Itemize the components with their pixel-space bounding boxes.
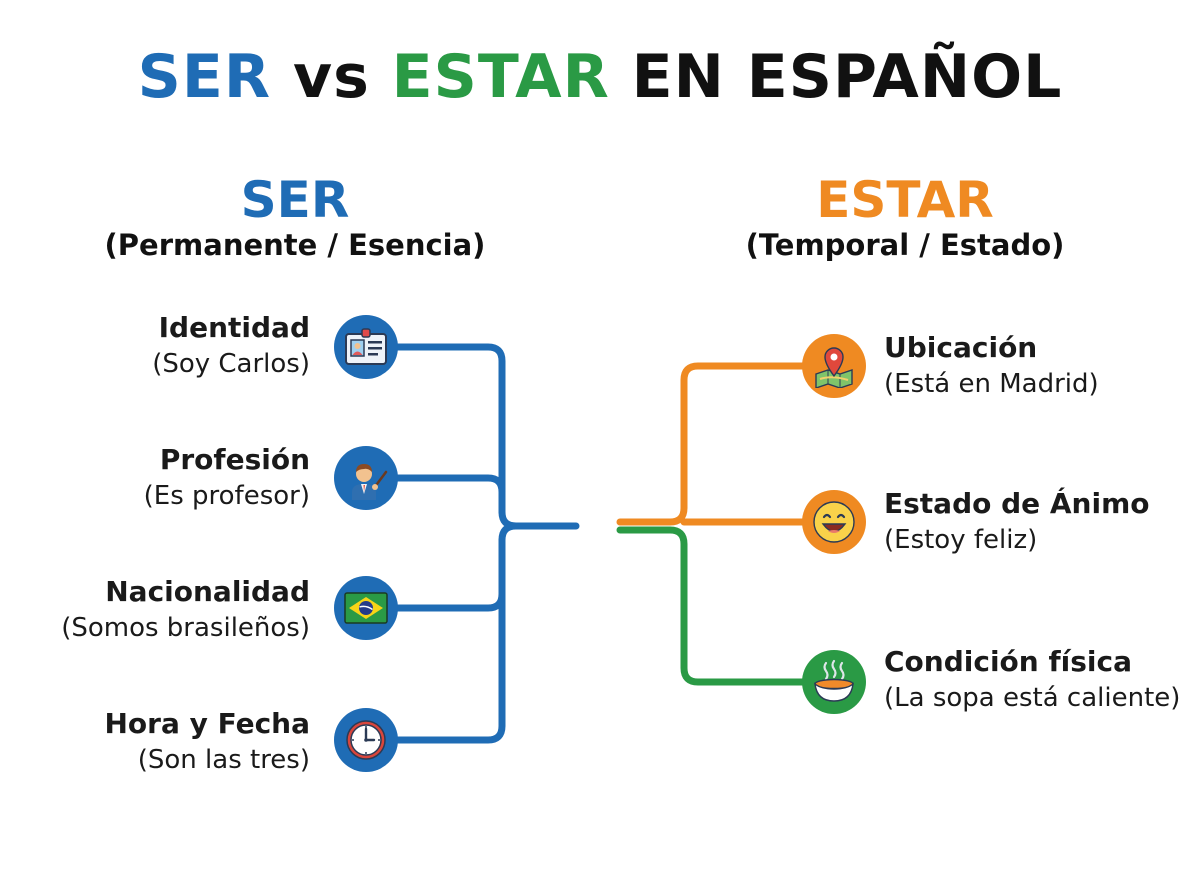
teacher-icon: [334, 446, 398, 510]
page-title: SER vs ESTAR EN ESPAÑOL: [0, 42, 1200, 112]
estar-item-ubicacion: Ubicación (Está en Madrid): [884, 330, 1099, 402]
item-label: Ubicación: [884, 331, 1038, 364]
map-pin-icon: [802, 334, 866, 398]
ser-item-profesion: Profesión (Es profesor): [144, 442, 310, 514]
item-label: Condición física: [884, 645, 1133, 678]
item-label: Estado de Ánimo: [884, 487, 1150, 520]
item-example: (Es profesor): [143, 481, 310, 511]
ser-connector-2: [394, 474, 506, 516]
item-label: Hora y Fecha: [104, 707, 310, 740]
ser-item-nacionalidad: Nacionalidad (Somos brasileños): [61, 574, 310, 646]
estar-item-estado-animo: Estado de Ánimo (Estoy feliz): [884, 486, 1150, 558]
item-example: (Soy Carlos): [152, 349, 310, 379]
item-example: (Son las tres): [137, 745, 310, 775]
item-example: (La sopa está caliente): [884, 683, 1181, 713]
ser-item-identidad: Identidad (Soy Carlos): [152, 310, 310, 382]
item-example: (Somos brasileños): [61, 613, 310, 643]
brazil-flag-icon: [334, 576, 398, 640]
ser-heading: SER: [240, 171, 350, 229]
smiley-icon: [802, 490, 866, 554]
ser-connector-3: [394, 522, 520, 612]
item-example: (Estoy feliz): [884, 525, 1038, 555]
item-label: Profesión: [159, 443, 310, 476]
title-estar: ESTAR: [391, 42, 610, 112]
ser-connector-1: [394, 343, 580, 530]
id-card-icon: [334, 315, 398, 379]
title-vs: vs: [271, 42, 392, 112]
clock-icon: [334, 708, 398, 772]
estar-connector-3: [616, 526, 810, 686]
title-rest: EN ESPAÑOL: [609, 42, 1063, 112]
title-ser: SER: [137, 42, 272, 112]
item-label: Identidad: [158, 311, 310, 344]
ser-subtitle: (Permanente / Esencia): [104, 228, 486, 262]
estar-heading: ESTAR: [816, 171, 994, 229]
estar-connector-1: [616, 362, 810, 526]
hot-soup-icon: [802, 650, 866, 714]
item-label: Nacionalidad: [105, 575, 310, 608]
estar-item-condicion-fisica: Condición física (La sopa está caliente): [884, 644, 1180, 716]
estar-subtitle: (Temporal / Estado): [745, 228, 1065, 262]
item-example: (Está en Madrid): [884, 369, 1099, 399]
ser-item-hora-fecha: Hora y Fecha (Son las tres): [104, 706, 310, 778]
ser-connector-4: [394, 536, 506, 744]
